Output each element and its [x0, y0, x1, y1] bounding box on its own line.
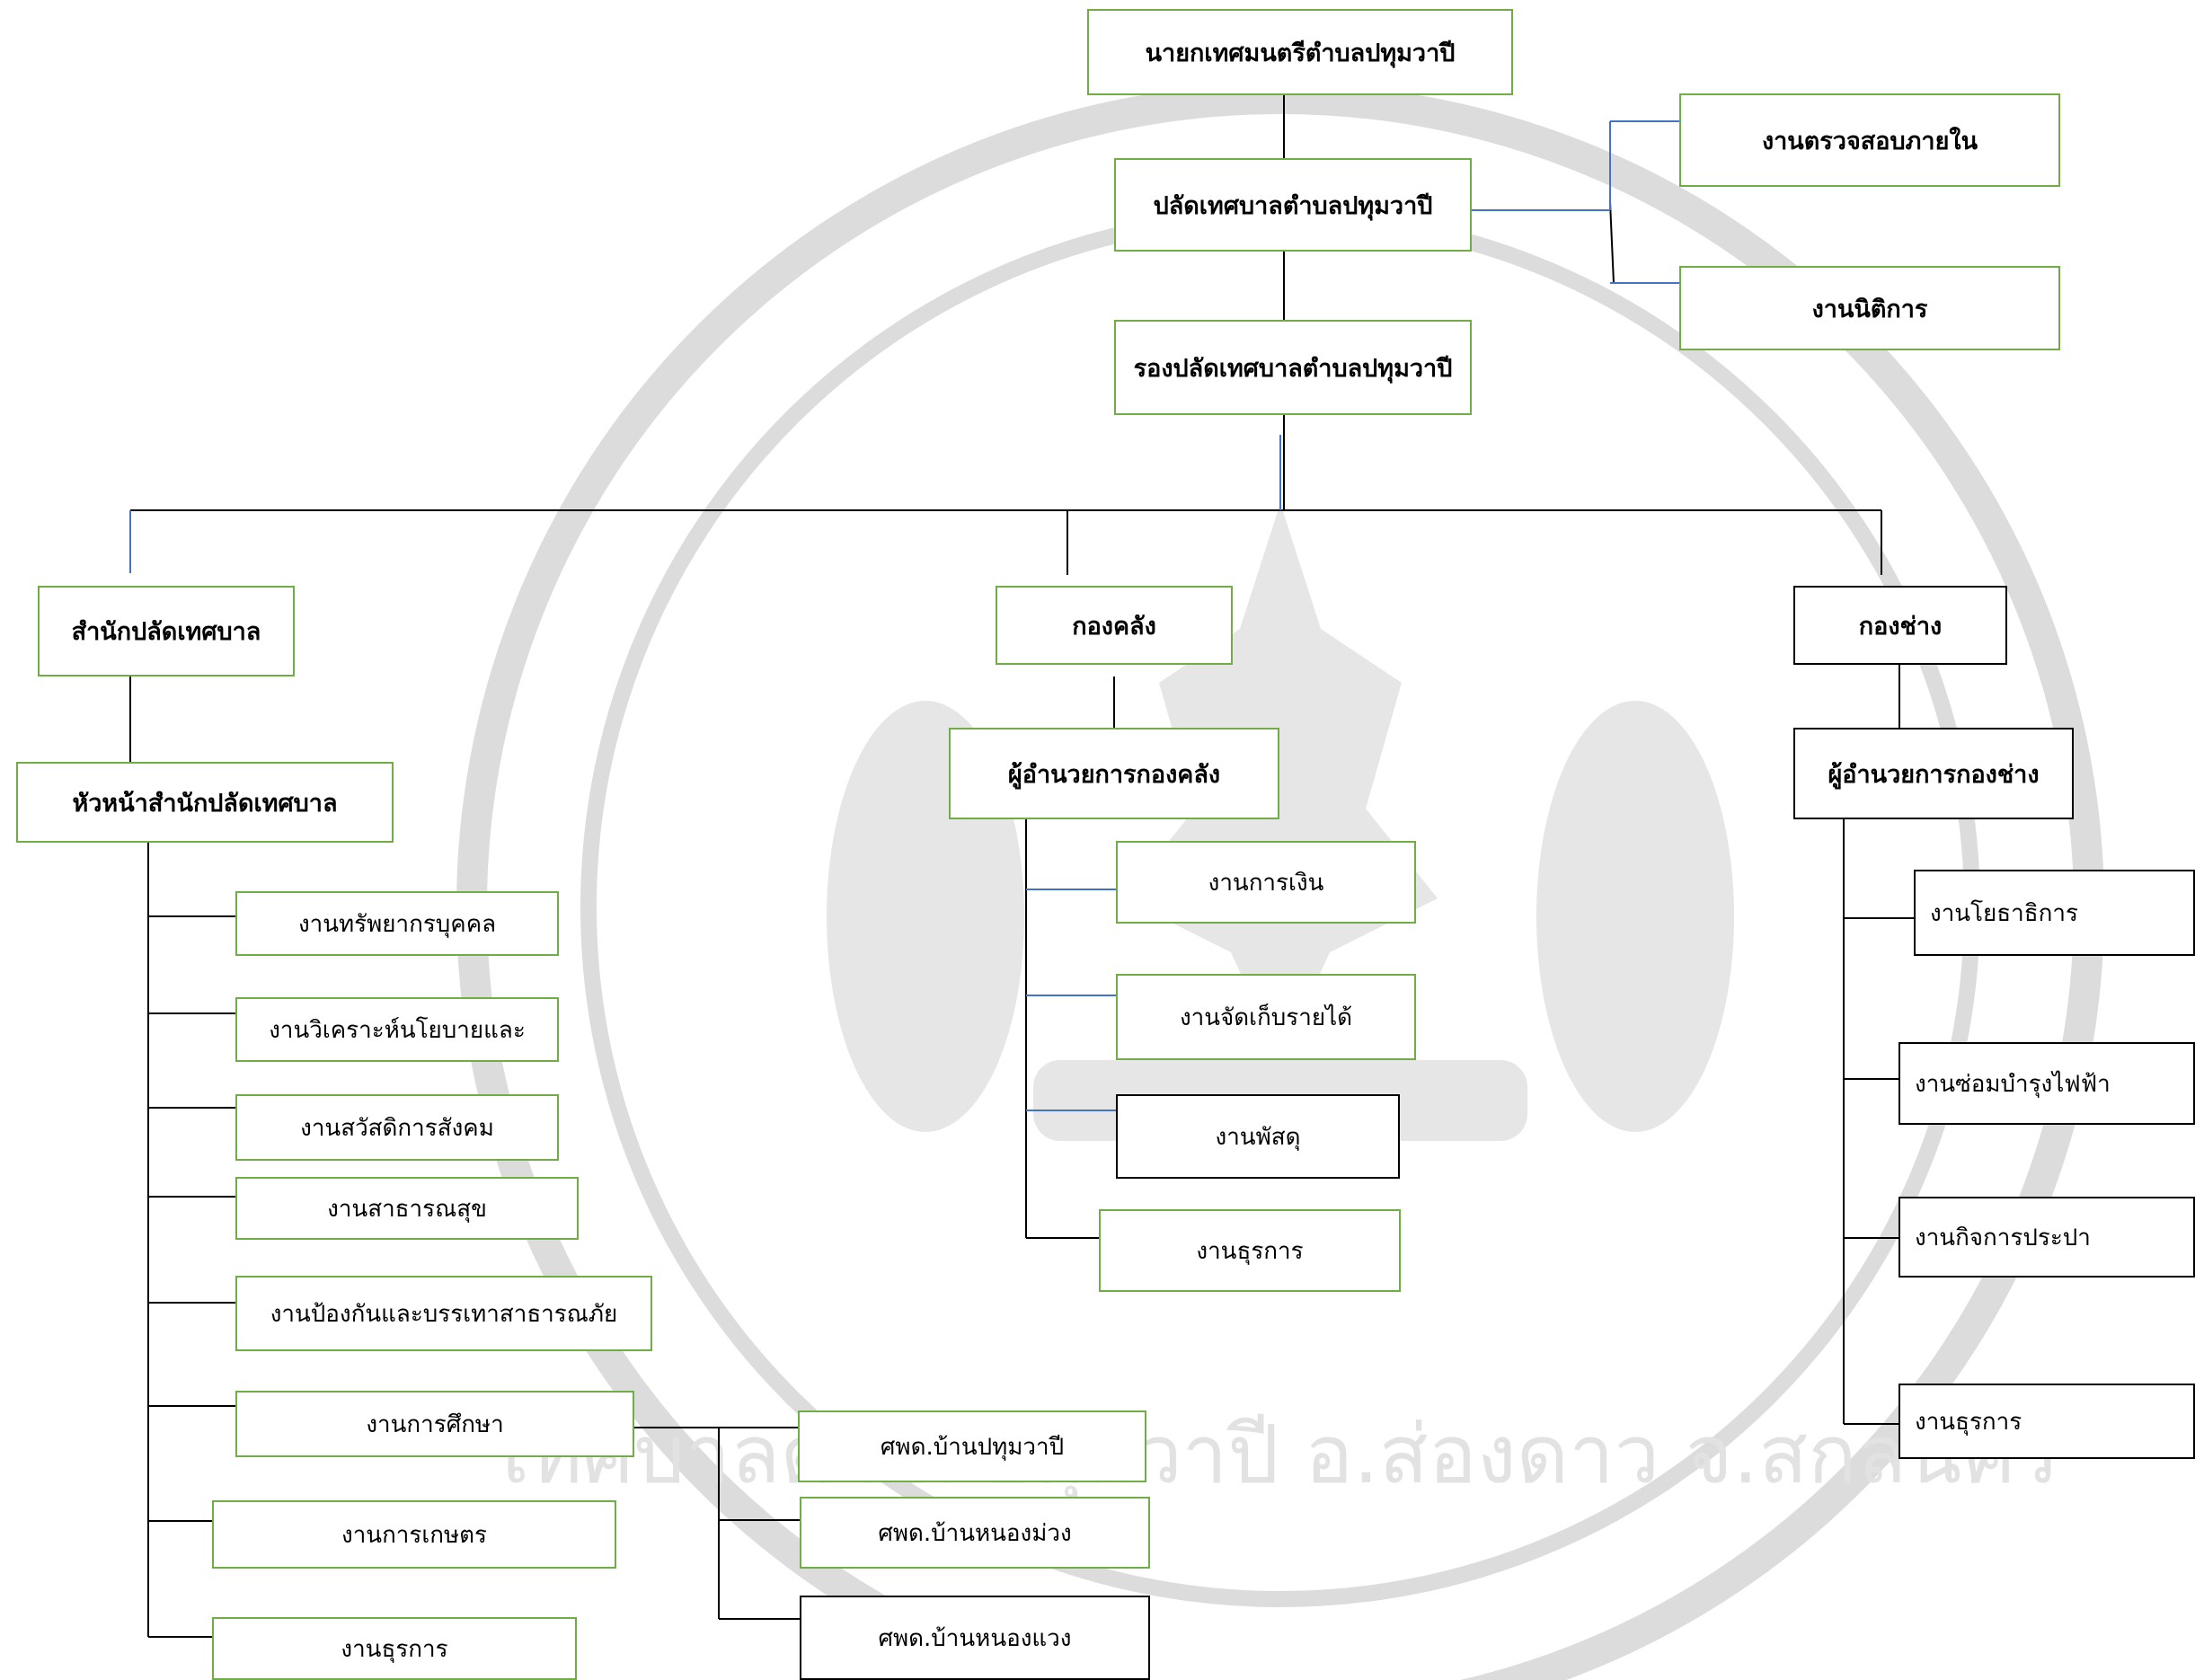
engineering-unit-public-works: งานโยธาธิการ [1914, 870, 2195, 956]
childcare-center-3: ศพด.บ้านหนองแวง [800, 1596, 1150, 1680]
office-unit-welfare: งานสวัสดิการสังคม [235, 1094, 559, 1161]
watermark-text: เทศบาลตำบลปทุมวาปี อ.ส่องดาว จ.สกลนคร [501, 1408, 2059, 1504]
municipal-clerk-box: ปลัดเทศบาลตำบลปทุมวาปี [1114, 158, 1472, 252]
mayor-box: นายกเทศมนตรีตำบลปทุมวาปี [1087, 9, 1513, 95]
finance-unit-treasury: งานการเงิน [1116, 841, 1416, 924]
engineering-director-box: ผู้อำนวยการกองช่าง [1793, 728, 2074, 819]
office-unit-agriculture: งานการเกษตร [212, 1500, 616, 1569]
deputy-clerk-box: รองปลัดเทศบาลตำบลปทุมวาปี [1114, 320, 1472, 415]
childcare-center-2: ศพด.บ้านหนองม่วง [800, 1497, 1150, 1569]
legal-affairs-box: งานนิติการ [1679, 266, 2060, 350]
office-unit-admin: งานธุรการ [212, 1617, 577, 1680]
childcare-center-1: ศพด.บ้านปทุมวาปี [798, 1410, 1146, 1482]
engineering-division-box: กองช่าง [1793, 586, 2007, 665]
office-unit-education: งานการศึกษา [235, 1391, 634, 1457]
finance-director-box: ผู้อำนวยการกองคลัง [949, 728, 1279, 819]
finance-unit-supplies: งานพัสดุ [1116, 1094, 1400, 1179]
finance-unit-admin: งานธุรการ [1099, 1209, 1401, 1292]
office-unit-hr: งานทรัพยากรบุคคล [235, 891, 559, 956]
engineering-unit-waterworks: งานกิจการประปา [1898, 1197, 2195, 1278]
office-of-clerk-box: สำนักปลัดเทศบาล [38, 586, 295, 676]
engineering-unit-admin: งานธุรการ [1898, 1384, 2195, 1459]
internal-audit-box: งานตรวจสอบภายใน [1679, 93, 2060, 187]
finance-unit-revenue: งานจัดเก็บรายได้ [1116, 974, 1416, 1060]
office-unit-disaster: งานป้องกันและบรรเทาสาธารณภัย [235, 1276, 652, 1351]
office-unit-public-health: งานสาธารณสุข [235, 1177, 579, 1240]
finance-division-box: กองคลัง [996, 586, 1233, 665]
office-unit-policy: งานวิเคราะห์นโยบายและ [235, 997, 559, 1062]
office-head-box: หัวหน้าสำนักปลัดเทศบาล [16, 762, 394, 843]
engineering-unit-electrical: งานซ่อมบำรุงไฟฟ้า [1898, 1042, 2195, 1125]
